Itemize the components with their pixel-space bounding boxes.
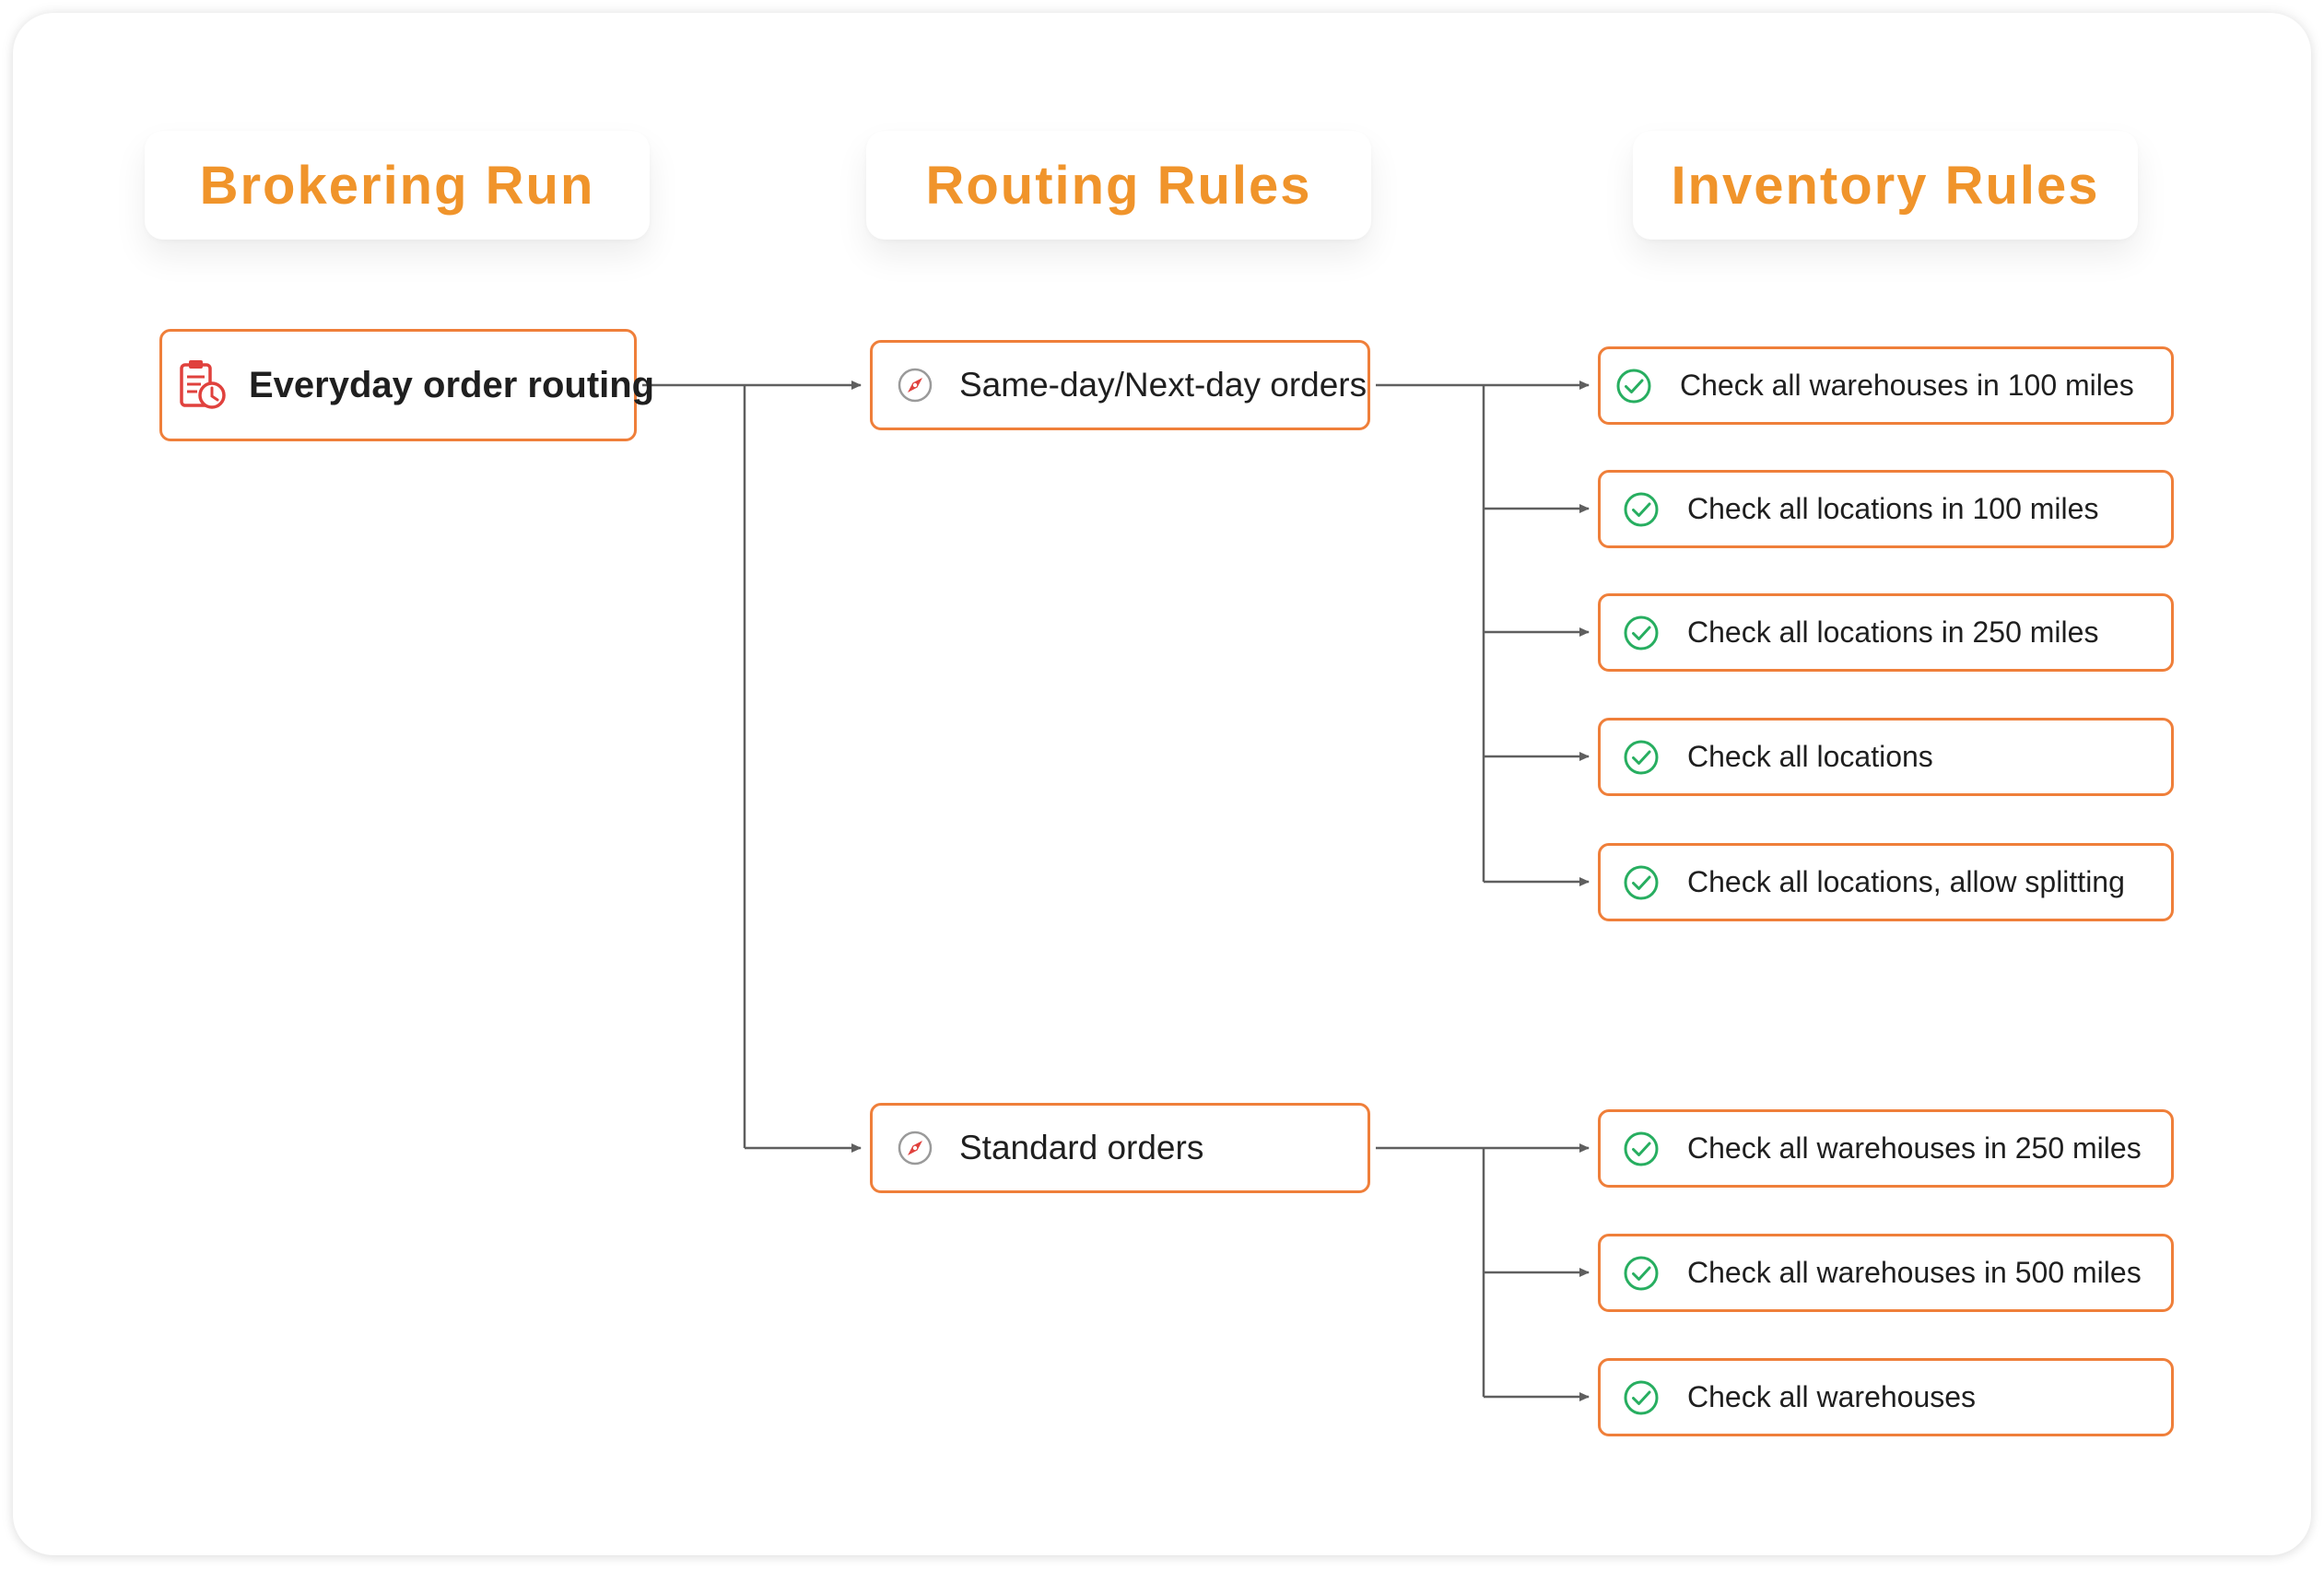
inventory-rule-label: Check all locations (1687, 740, 1933, 773)
column-header-routing-rules-label: Routing Rules (925, 155, 1312, 216)
brokering-run-label: Everyday order routing (249, 364, 655, 405)
compass-icon (897, 1130, 933, 1166)
check-circle-icon (1623, 491, 1660, 528)
inventory-rule[interactable]: Check all locations (1598, 718, 2174, 796)
check-circle-icon (1623, 1255, 1660, 1292)
inventory-rule-label: Check all locations in 100 miles (1687, 492, 2099, 525)
inventory-rule-label: Check all warehouses in 500 miles (1687, 1256, 2142, 1289)
column-header-routing-rules: Routing Rules (866, 131, 1371, 240)
inventory-rule-label: Check all locations, allow splitting (1687, 865, 2125, 898)
check-circle-icon (1623, 739, 1660, 776)
routing-rule-standard[interactable]: Standard orders (870, 1103, 1370, 1193)
routing-rule-label: Same-day/Next-day orders (959, 366, 1367, 404)
inventory-rule-label: Check all warehouses in 100 miles (1680, 369, 2134, 402)
column-header-inventory-rules-label: Inventory Rules (1671, 155, 2100, 216)
column-header-brokering-run-label: Brokering Run (199, 155, 595, 216)
inventory-rule[interactable]: Check all warehouses in 250 miles (1598, 1109, 2174, 1188)
inventory-rule-label: Check all warehouses in 250 miles (1687, 1131, 2142, 1165)
clipboard-clock-icon (177, 357, 229, 414)
column-header-brokering-run: Brokering Run (145, 131, 650, 240)
check-circle-icon (1623, 864, 1660, 901)
inventory-rule[interactable]: Check all locations, allow splitting (1598, 843, 2174, 921)
inventory-rule[interactable]: Check all warehouses (1598, 1358, 2174, 1436)
routing-rule-same-day-next-day[interactable]: Same-day/Next-day orders (870, 340, 1370, 430)
check-circle-icon (1623, 1131, 1660, 1167)
inventory-rule-label: Check all locations in 250 miles (1687, 615, 2099, 649)
inventory-rule[interactable]: Check all warehouses in 100 miles (1598, 346, 2174, 425)
check-circle-icon (1623, 1379, 1660, 1416)
inventory-rule[interactable]: Check all locations in 250 miles (1598, 593, 2174, 672)
inventory-rule-label: Check all warehouses (1687, 1380, 1977, 1413)
inventory-rule[interactable]: Check all locations in 100 miles (1598, 470, 2174, 548)
column-header-inventory-rules: Inventory Rules (1633, 131, 2138, 240)
compass-icon (897, 367, 933, 404)
inventory-rule[interactable]: Check all warehouses in 500 miles (1598, 1234, 2174, 1312)
brokering-run-node[interactable]: Everyday order routing (159, 329, 654, 441)
routing-rule-label: Standard orders (959, 1129, 1204, 1166)
check-circle-icon (1623, 615, 1660, 651)
check-circle-icon (1615, 368, 1652, 404)
